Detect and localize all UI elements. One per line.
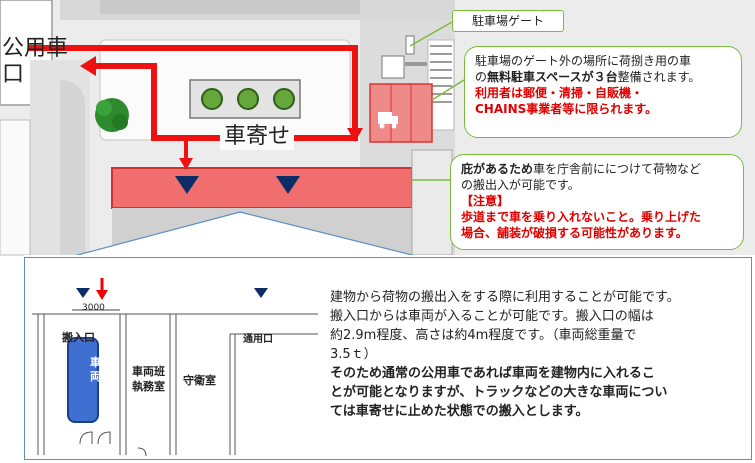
- detail-panel: [24, 257, 752, 460]
- gate-label: 駐車場ゲート: [452, 10, 564, 32]
- eaves-callout: 庇があるため車を庁舎前ににつけて荷物など の搬出入が可能です。 【注意】 歩道ま…: [450, 154, 744, 250]
- vehicle-label: 車両: [90, 356, 101, 383]
- eaves-callout-line5: 場合、舗装が破損する可能性があります。: [461, 226, 688, 240]
- detail-text-line7: ては車寄せに止めた状態での搬入とします。: [330, 404, 589, 419]
- floor-plan: [32, 278, 318, 457]
- waiting-room-label-line1: 車両班: [132, 365, 165, 378]
- entrance-label: 搬入口: [62, 331, 95, 344]
- left-curve-road: [60, 80, 85, 255]
- parking-callout-line2: の無料駐車スペースが３台整備されます。: [475, 70, 701, 84]
- parking-leader-line: [431, 79, 465, 101]
- route-arrowhead-left: [80, 56, 96, 76]
- drop-off-label: 車寄せ: [220, 124, 295, 150]
- eaves-callout-line4: 歩道まで車を乗り入れないこと。乗り上げた: [461, 210, 702, 224]
- gate-leader-line: [409, 21, 453, 47]
- detail-text-line3: 約2.9m程度、高さは約4m程度です。（車両総重量で: [330, 328, 637, 343]
- waiting-room-label-line2: 執務室: [132, 380, 165, 393]
- right-building-block: [411, 149, 453, 256]
- access-door-label: 通用口: [243, 334, 273, 345]
- guard-room-label: 守衛室: [183, 374, 216, 387]
- planter-tree-3: [273, 88, 295, 110]
- width-dimension-label: 3000: [82, 303, 105, 313]
- eaves-callout-line2: の搬出入が可能です。: [461, 178, 580, 192]
- parking-callout-line1: 駐車場のゲート外の場所に荷捌き用の車: [475, 54, 692, 68]
- floor-plan-arrow-head: [96, 290, 108, 300]
- detail-text-line4: 3.5ｔ）: [330, 347, 377, 362]
- floor-plan-marker-1: [76, 288, 90, 298]
- building-top-strip: [100, 0, 360, 14]
- detail-text-line6: とが可能となりますが、トラックなどの大きな車両につい: [330, 385, 668, 400]
- detail-text-line1: 建物から荷物の搬出入をする際に利用することが可能です。: [330, 290, 680, 305]
- public-car-label: 公用車 口: [2, 36, 68, 88]
- detail-pointer: [69, 211, 421, 258]
- gate-booth: [381, 55, 405, 79]
- parking-callout-line3: 利用者は郵便・清掃・自販機・: [475, 86, 644, 100]
- gate-post: [405, 35, 415, 55]
- public-car-label-line2: 口: [2, 62, 25, 87]
- entrance-marker-1: [175, 176, 199, 194]
- floor-plan-marker-2: [254, 288, 268, 298]
- entrance-marker-2: [276, 176, 300, 194]
- eaves-callout-line1: 庇があるため車を庁舎前ににつけて荷物など: [461, 162, 702, 176]
- eaves-callout-note-heading: 【注意】: [461, 194, 510, 208]
- vehicle-shape: [67, 337, 99, 423]
- detail-description: 建物から荷物の搬出入をする際に利用することが可能です。 搬入口からは車両が入るこ…: [330, 288, 748, 421]
- gate-bar: [405, 62, 427, 66]
- floor-plan-walls: [32, 313, 318, 455]
- detail-text-line5: そのため通常の公用車であれば車両を建物内に入れるこ: [330, 366, 655, 381]
- route-arrowhead-down: [347, 128, 363, 142]
- planter-tree-2: [237, 88, 259, 110]
- door-icon: [79, 431, 147, 457]
- detail-text-line2: 搬入口からは車両が入ることが可能です。搬入口の幅は: [330, 309, 654, 324]
- truck-icon: [378, 112, 398, 129]
- left-lower-box: [0, 119, 31, 256]
- parking-callout: 駐車場のゲート外の場所に荷捌き用の車 の無料駐車スペースが３台整備されます。 利…: [464, 46, 742, 138]
- public-car-label-line1: 公用車: [2, 36, 69, 61]
- planter-tree-1: [201, 88, 223, 110]
- eaves-area: [111, 167, 413, 209]
- waiting-room-label: 車両班 執務室: [132, 364, 165, 394]
- parking-callout-line4: CHAINS事業者等に限られます。: [475, 102, 658, 116]
